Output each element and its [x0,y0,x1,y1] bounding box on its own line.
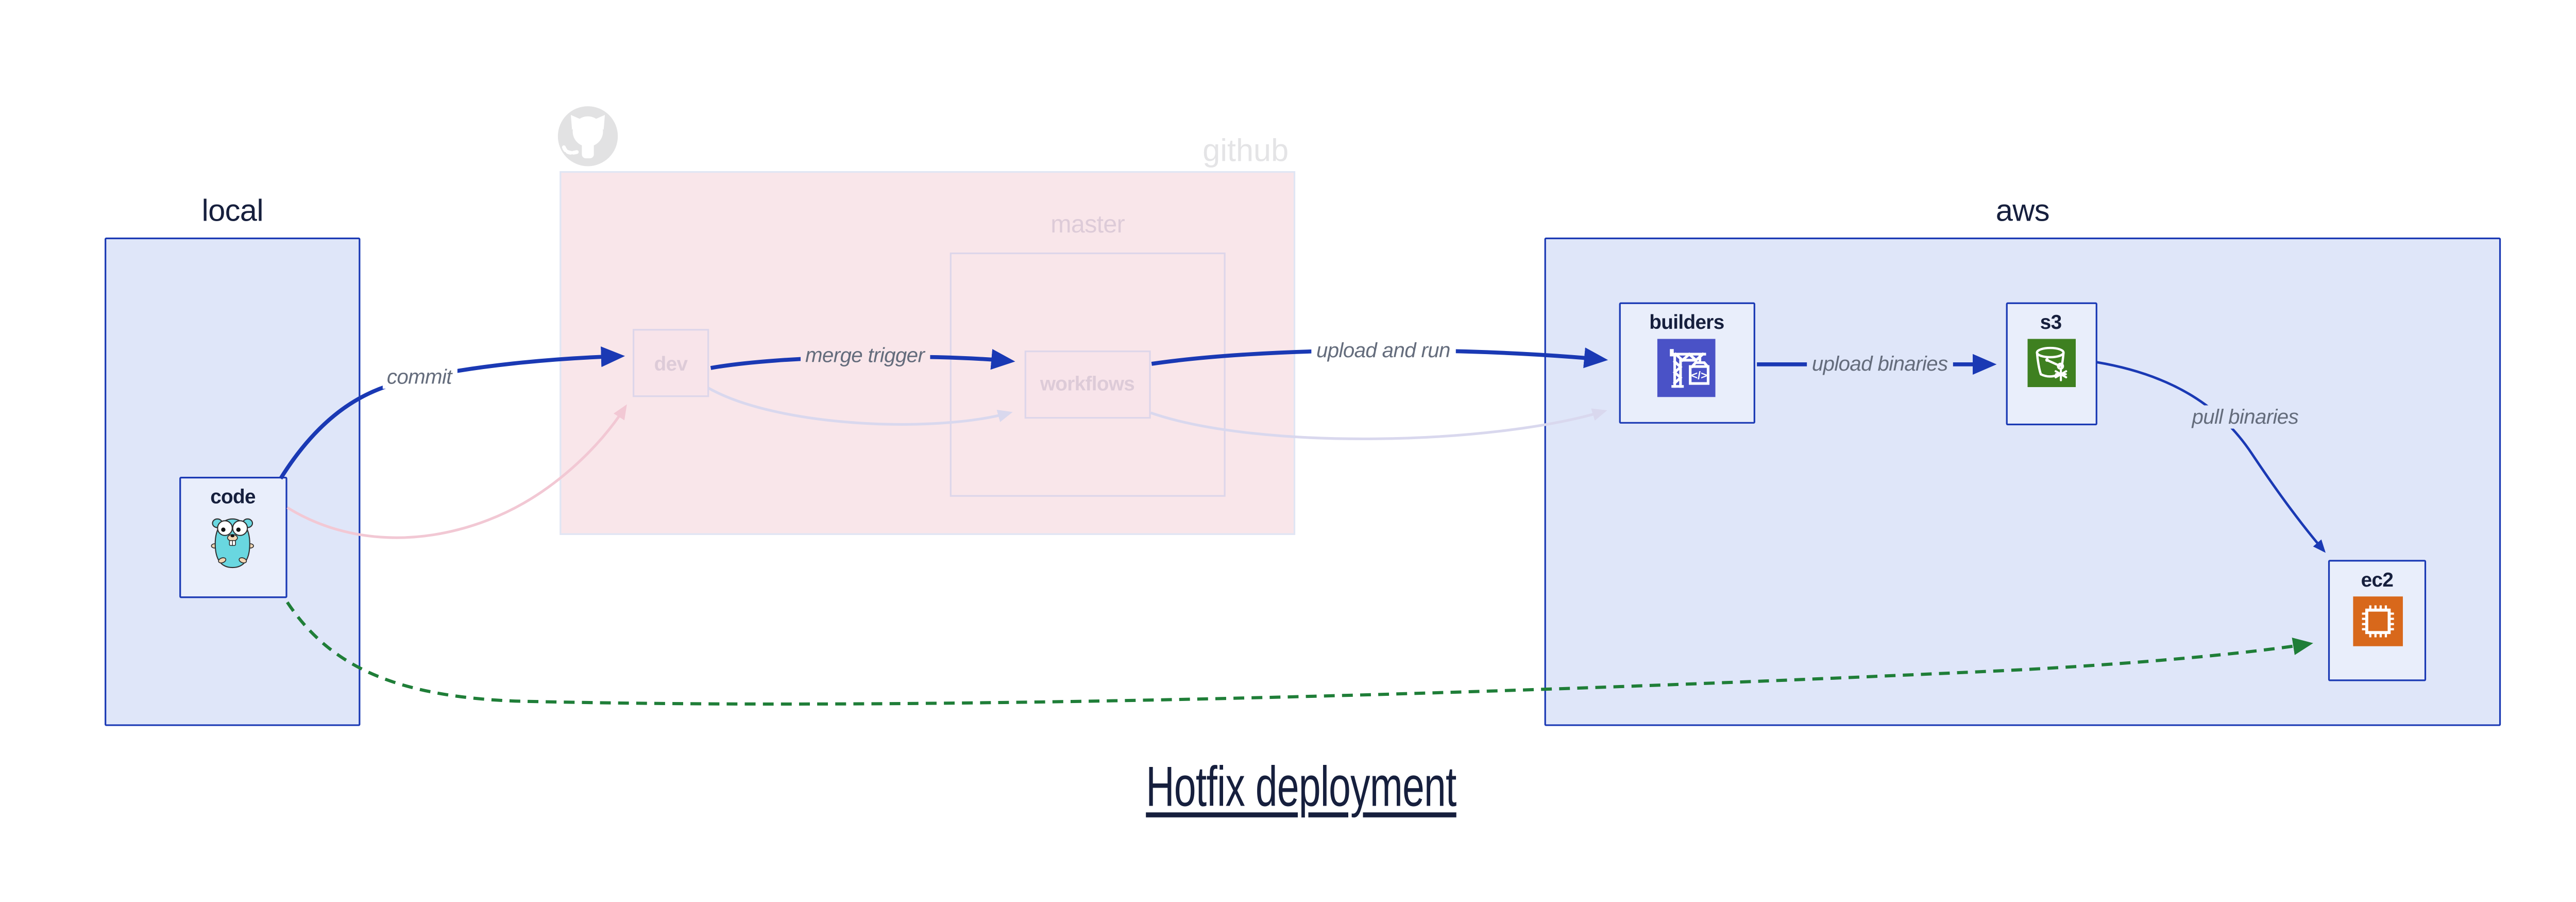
node-code: code [178,477,287,598]
node-ec2-label: ec2 [2361,567,2394,591]
github-region-label: github [1202,135,1289,170]
gopher-icon [211,518,255,569]
node-dev: dev [633,329,708,398]
node-s3: s3 [2005,302,2097,425]
node-workflows-label: workflows [1040,373,1135,396]
node-code-label: code [210,485,256,509]
svg-text:</>: </> [1691,369,1707,382]
diagram-title: Hotfix deployment [1146,756,1458,820]
node-ec2: ec2 [2328,559,2427,681]
edge-upload-binaries-label: upload binaries [1807,352,1953,375]
aws-region-label: aws [1995,192,2050,228]
node-s3-label: s3 [2040,310,2062,334]
master-branch-box [950,253,1226,497]
node-dev-label: dev [654,352,688,375]
node-workflows: workflows [1024,349,1151,419]
node-builders-label: builders [1649,310,1724,334]
edge-upload-and-run-label: upload and run [1311,339,1455,362]
codebuild-crane-icon: </> [1657,339,1716,397]
local-region-label: local [201,192,264,228]
edge-pull-binaries-label: pull binaries [2187,405,2303,428]
s3-bucket-icon [2026,339,2075,388]
master-branch-label: master [1050,211,1125,240]
ec2-chip-icon [2352,595,2402,646]
diagram-title-wrap: Hotfix deployment [0,756,2576,821]
edge-merge-trigger-label: merge trigger [800,344,929,368]
edge-commit-label: commit [382,364,457,388]
node-builders: builders </> [1619,302,1755,424]
github-octocat-icon [557,106,618,166]
